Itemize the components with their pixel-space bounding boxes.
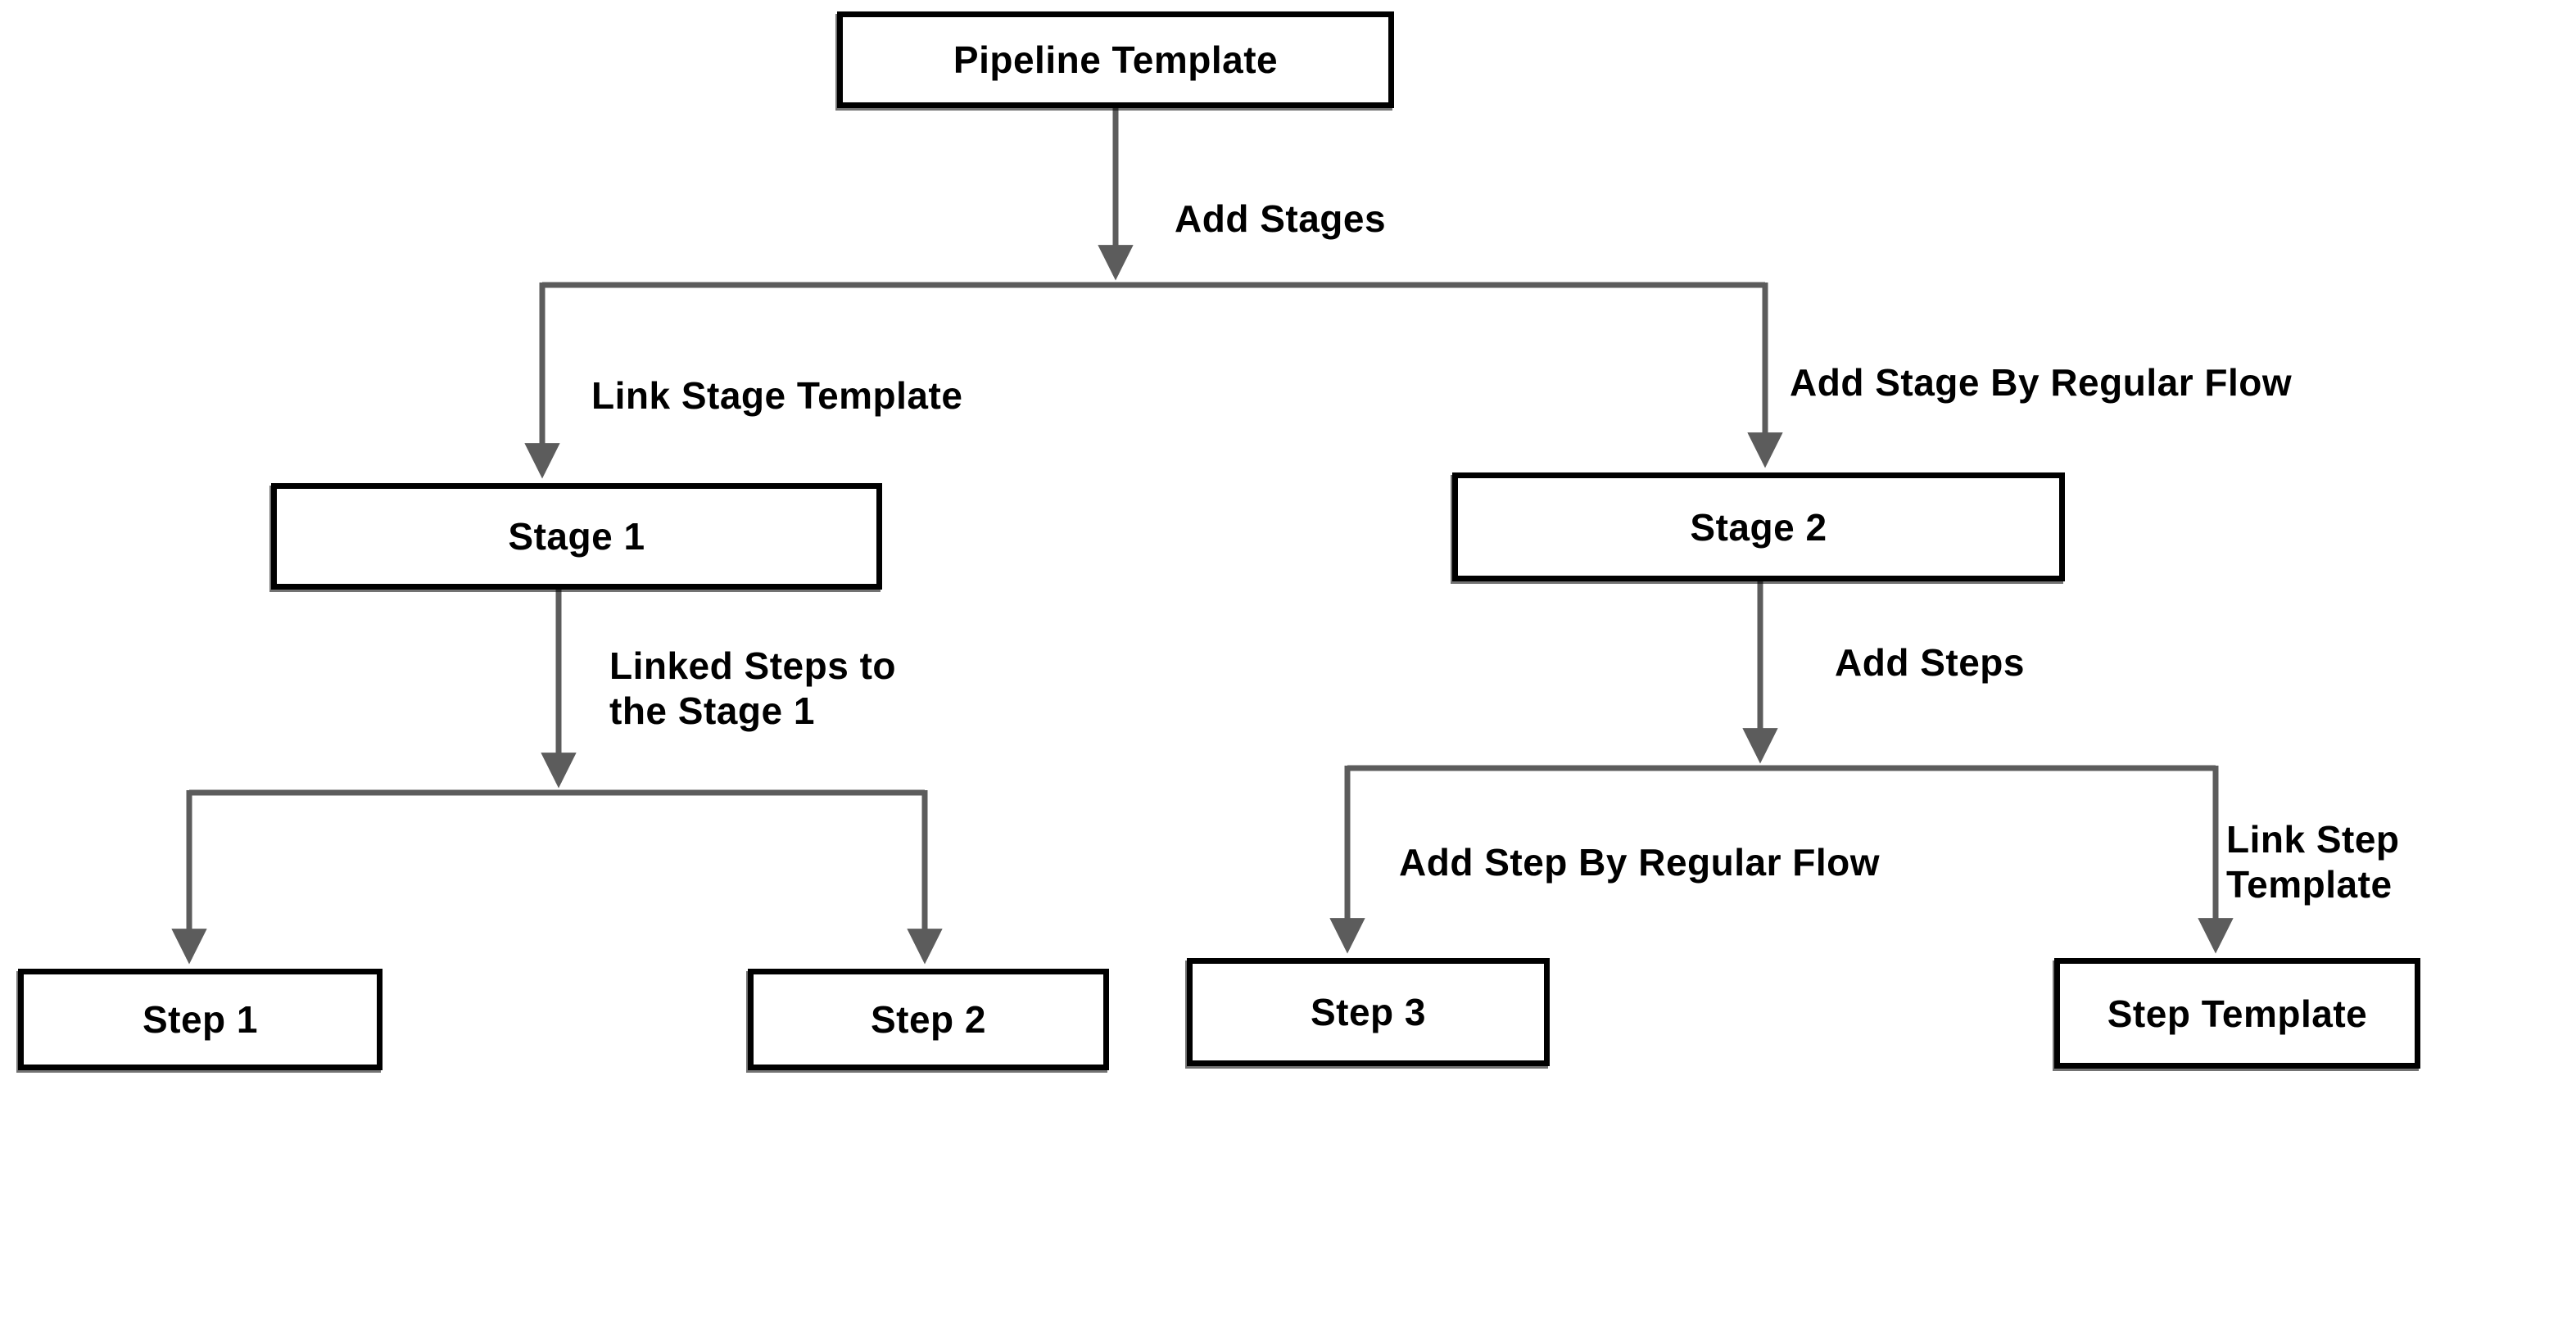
edge-label-add-stages: Add Stages [1175, 197, 1387, 240]
edge-label-add-step-by-regular-flow: Add Step By Regular Flow [1399, 841, 1881, 884]
node-stage-2: Stage 2 [1452, 472, 2065, 581]
node-step-template: Step Template [2054, 958, 2420, 1069]
edge-label-add-stage-by-regular-flow: Add Stage By Regular Flow [1790, 361, 2293, 404]
edge-label-link-stage-template: Link Stage Template [591, 374, 963, 417]
node-stage-1: Stage 1 [271, 483, 882, 590]
node-pipeline-template: Pipeline Template [837, 11, 1394, 108]
edge-label-link-step-template: Link Step Template [2226, 818, 2400, 906]
node-step-2: Step 2 [748, 969, 1109, 1070]
edge-label-linked-steps-to-the-stage-1: Linked Steps to the Stage 1 [609, 644, 896, 733]
edge-label-add-steps: Add Steps [1835, 641, 2025, 684]
node-step-1: Step 1 [18, 969, 383, 1070]
node-step-3: Step 3 [1187, 958, 1550, 1066]
